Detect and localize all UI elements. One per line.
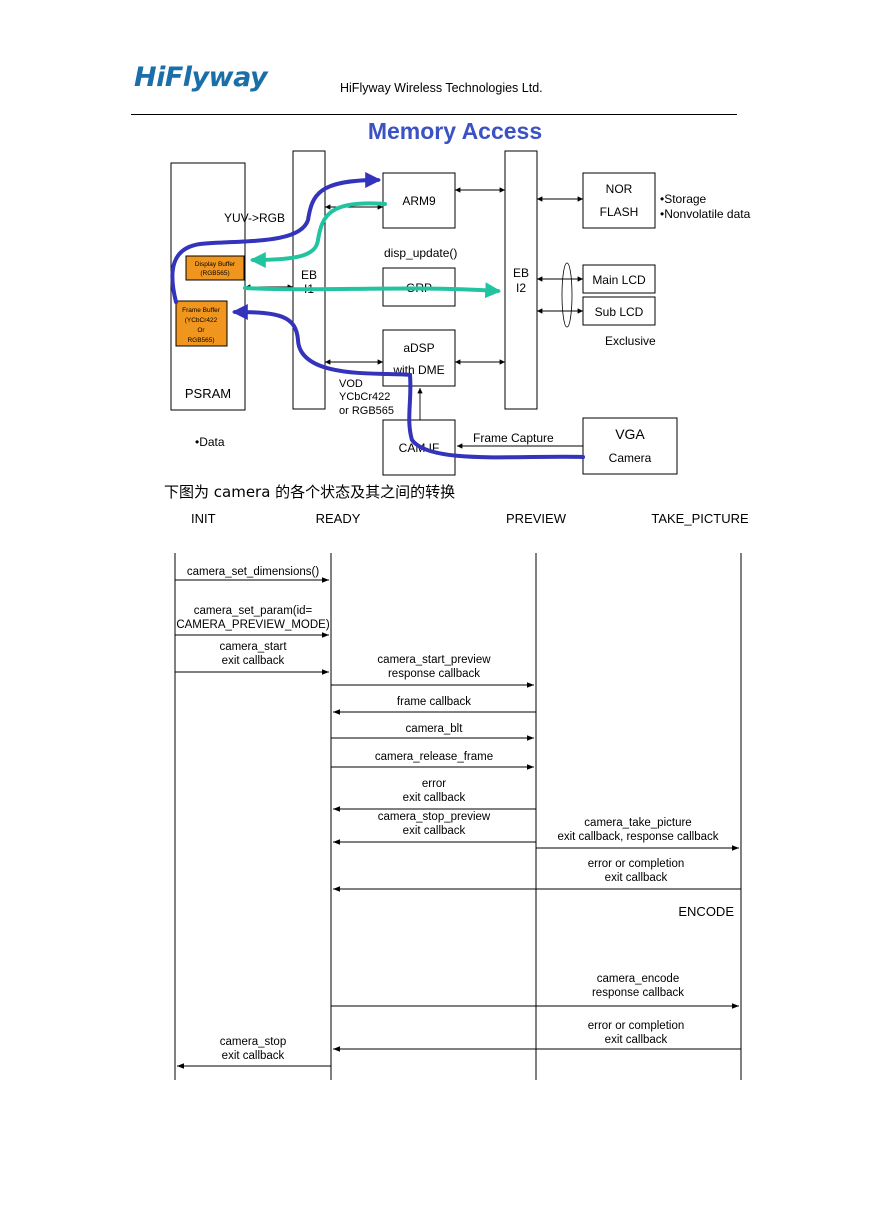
svg-text:Display Buffer: Display Buffer: [195, 261, 236, 268]
message-label: error: [422, 778, 446, 790]
message-label: exit callback: [605, 1034, 668, 1046]
company-name: HiFlyway Wireless Technologies Ltd.: [340, 81, 543, 95]
message-label: camera_set_dimensions(): [187, 566, 319, 578]
svg-text:ARM9: ARM9: [402, 194, 436, 208]
ebi2-bus: [504, 150, 538, 410]
ebi2-label-1: EB: [513, 266, 529, 280]
svg-text:Sub LCD: Sub LCD: [595, 305, 644, 319]
message-label: camera_set_param(id=: [194, 605, 313, 617]
display-buffer: [185, 255, 245, 281]
message-label: exit callback: [222, 1050, 285, 1062]
message-label: camera_take_picture: [584, 817, 691, 829]
state-label-ready: READY: [316, 511, 361, 526]
message-label: exit callback, response callback: [557, 831, 718, 843]
message-label: exit callback: [605, 872, 668, 884]
svg-text:Frame Buffer: Frame Buffer: [182, 307, 221, 314]
company-logo: HiFlyway: [134, 62, 268, 93]
svg-text:Or: Or: [197, 327, 205, 334]
state-label-preview: PREVIEW: [506, 511, 567, 526]
svg-text:Camera: Camera: [609, 451, 652, 465]
data-note: •Data: [195, 435, 225, 449]
message-label: camera_stop_preview: [378, 811, 491, 823]
message-label: frame callback: [397, 696, 471, 708]
sub-lcd-block: [582, 296, 656, 326]
nor-flash-block: [582, 172, 656, 229]
svg-text:(RGB565): (RGB565): [200, 270, 229, 277]
ebi1-label-1: EB: [301, 268, 317, 282]
encode-label: ENCODE: [678, 904, 734, 919]
adsp-block: [382, 329, 456, 387]
state-label-take_picture: TAKE_PICTURE: [651, 511, 749, 526]
psram-block: [170, 162, 246, 411]
diagram-title: Memory Access: [368, 118, 542, 144]
message-label: camera_start_preview: [377, 654, 491, 666]
state-label-init: INIT: [191, 511, 216, 526]
memory-access-diagram: Memory Access PSRAM EB I1 EB I2 Display …: [170, 118, 751, 476]
ebi2-label-2: I2: [516, 281, 526, 295]
main-lcd-block: [582, 264, 656, 294]
svg-text:Main LCD: Main LCD: [592, 273, 646, 287]
vod-label-1: VOD: [339, 378, 363, 390]
message-label: exit callback: [222, 655, 285, 667]
yuv-rgb-label: YUV->RGB: [224, 211, 285, 225]
header-rule: [131, 114, 737, 115]
svg-text:or RGB565: or RGB565: [339, 405, 394, 417]
svg-text:YCbCr422: YCbCr422: [339, 391, 390, 403]
frame-capture-label: Frame Capture: [473, 431, 554, 445]
psram-label: PSRAM: [185, 386, 231, 401]
svg-text:aDSP: aDSP: [403, 341, 434, 355]
message-label: response callback: [592, 987, 684, 999]
storage-note: •Storage: [660, 192, 707, 206]
svg-text:NOR: NOR: [606, 182, 633, 196]
message-label: response callback: [388, 668, 480, 680]
message-label: camera_start: [219, 641, 287, 653]
camera-state-diagram: INIT READY PREVIEW TAKE_PICTURE ENCODE camera…: [174, 511, 749, 1080]
arm9-block: [382, 172, 456, 229]
message-label: camera_encode: [597, 973, 679, 985]
svg-text:RGB565): RGB565): [187, 337, 214, 344]
exclusive-label: Exclusive: [605, 334, 656, 348]
message-label: camera_stop: [220, 1036, 286, 1048]
cam-if-block: [382, 419, 456, 476]
frame-buffer: [175, 300, 228, 347]
state-diagram-caption: 下图为 camera 的各个状态及其之间的转换: [164, 483, 456, 501]
svg-text:(YCbCr422: (YCbCr422: [185, 317, 218, 324]
svg-text:VGA: VGA: [615, 426, 645, 442]
message-label: camera_blt: [406, 723, 464, 735]
message-label: error or completion: [588, 1020, 685, 1032]
svg-text:•Nonvolatile data: •Nonvolatile data: [660, 207, 751, 221]
message-label: CAMERA_PREVIEW_MODE): [176, 619, 330, 631]
message-label: camera_release_frame: [375, 751, 493, 763]
message-label: exit callback: [403, 792, 466, 804]
vga-camera-block: [582, 417, 678, 475]
message-label: exit callback: [403, 825, 466, 837]
disp-update-label: disp_update(): [384, 246, 457, 260]
svg-text:FLASH: FLASH: [600, 205, 639, 219]
message-label: error or completion: [588, 858, 685, 870]
